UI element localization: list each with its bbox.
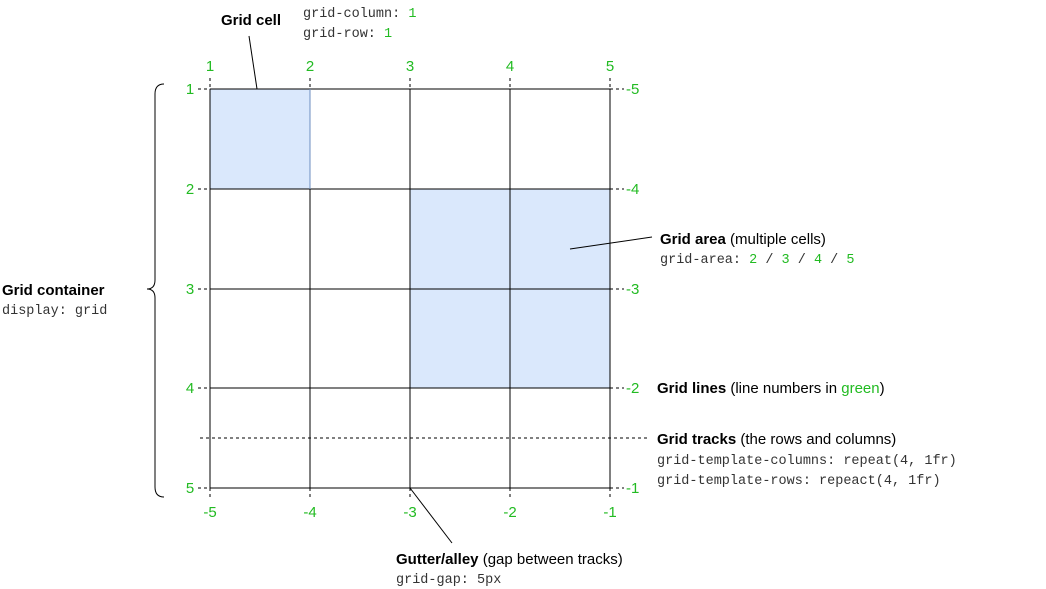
grid-cell-highlight <box>209 88 311 190</box>
line-number-right-5: -1 <box>626 480 639 497</box>
grid-cell-code-row: grid-row: 1 <box>303 27 392 42</box>
grid-tracks-heading: Grid tracks (the rows and columns) <box>657 431 896 448</box>
line-number-right-1: -5 <box>626 81 639 98</box>
line-number-bottom-3: -3 <box>403 504 416 521</box>
line-number-bottom-1: -5 <box>203 504 216 521</box>
line-number-top-3: 3 <box>406 58 414 75</box>
line-number-right-3: -3 <box>626 281 639 298</box>
line-number-top-1: 1 <box>206 58 214 75</box>
line-number-top-2: 2 <box>306 58 314 75</box>
gutter-code: grid-gap: 5px <box>396 573 501 588</box>
grid-cell-title: Grid cell <box>221 12 281 29</box>
line-number-bottom-4: -2 <box>503 504 516 521</box>
line-number-top-4: 4 <box>506 58 514 75</box>
line-number-bottom-5: -1 <box>603 504 616 521</box>
gutter-pointer <box>409 487 453 544</box>
line-number-left-5: 5 <box>186 480 194 497</box>
line-number-bottom-2: -4 <box>303 504 316 521</box>
grid-area-code: grid-area: 2 / 3 / 4 / 5 <box>660 253 855 268</box>
line-number-left-4: 4 <box>186 380 194 397</box>
gutter-heading: Gutter/alley (gap between tracks) <box>396 551 623 568</box>
grid-area-heading: Grid area (multiple cells) <box>660 231 826 248</box>
grid-tracks-code-rows: grid-template-rows: repeact(4, 1fr) <box>657 474 941 489</box>
grid-container-brace <box>146 83 165 498</box>
grid-area-pointer <box>569 236 653 250</box>
line-number-top-5: 5 <box>606 58 614 75</box>
grid-tracks-code-columns: grid-template-columns: repeat(4, 1fr) <box>657 454 957 469</box>
line-number-left-1: 1 <box>186 81 194 98</box>
grid-container-title: Grid container <box>2 282 105 299</box>
line-number-right-2: -4 <box>626 181 639 198</box>
grid-container-code: display: grid <box>2 304 107 319</box>
grid-lines-heading: Grid lines (line numbers in green) <box>657 380 885 397</box>
grid-cell-pointer <box>248 35 258 90</box>
grid-line-ticks <box>198 78 624 500</box>
grid-cell-code-column: grid-column: 1 <box>303 7 416 22</box>
line-number-left-3: 3 <box>186 281 194 298</box>
line-number-right-4: -2 <box>626 380 639 397</box>
line-number-left-2: 2 <box>186 181 194 198</box>
